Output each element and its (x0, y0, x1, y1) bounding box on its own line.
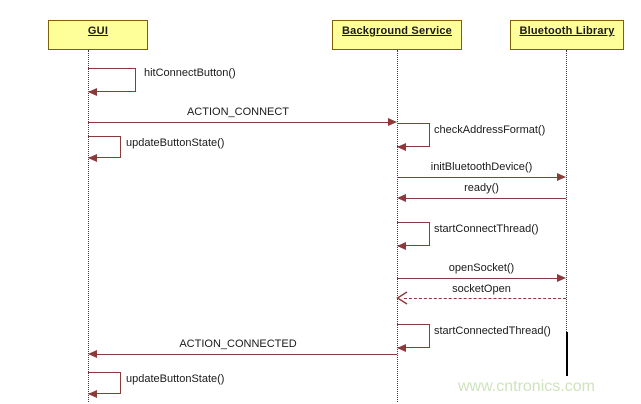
message-7-label: startConnectThread() (434, 223, 539, 235)
message-12-label: updateButtonState() (126, 373, 225, 385)
message-3-selfcall-shape (397, 123, 430, 147)
participant-background-service[interactable]: Background Service (332, 20, 462, 50)
message-4-selfcall-shape (88, 136, 121, 158)
message-6-arrowhead (397, 193, 406, 202)
message-10-selfcall-shape (397, 324, 430, 348)
message-12-selfcall-shape (88, 372, 121, 394)
message-5-line (397, 177, 557, 178)
watermark-text: www.cntronics.com (458, 378, 595, 395)
message-11-label: ACTION_CONNECTED (179, 338, 297, 350)
activation-bar-bluetooth-library (566, 332, 568, 376)
message-11-arrowhead (88, 349, 97, 358)
message-10-arrowhead (397, 343, 406, 352)
message-6-line (406, 198, 566, 199)
message-5-label: initBluetoothDevice() (430, 161, 533, 173)
message-8-label: openSocket() (448, 262, 515, 274)
participant-gui[interactable]: GUI (48, 20, 148, 50)
message-7-selfcall-shape (397, 222, 430, 246)
message-12-arrowhead (88, 389, 97, 398)
message-1-arrowhead (88, 87, 97, 96)
participant-background-service-label: Background Service (342, 25, 452, 37)
message-4-arrowhead (88, 153, 97, 162)
lifeline-gui (88, 50, 89, 402)
message-3-label: checkAddressFormat() (434, 124, 546, 136)
message-5-arrowhead (557, 172, 566, 181)
message-6-label: ready() (464, 182, 499, 194)
message-4-label: updateButtonState() (126, 137, 225, 149)
participant-gui-label: GUI (87, 25, 109, 37)
participant-bluetooth-library[interactable]: Bluetooth Library (510, 20, 624, 50)
message-8-line (397, 278, 557, 279)
message-10-label: startConnectedThread() (434, 325, 551, 337)
message-2-label: ACTION_CONNECT (186, 106, 290, 118)
message-2-line (88, 122, 388, 123)
message-11-line (97, 354, 397, 355)
message-7-arrowhead (397, 241, 406, 250)
lifeline-bluetooth-library (566, 50, 567, 332)
message-2-arrowhead (388, 117, 397, 126)
message-9-arrowhead (396, 291, 408, 305)
participant-bluetooth-library-label: Bluetooth Library (519, 25, 615, 37)
message-8-arrowhead (557, 273, 566, 282)
message-1-selfcall-shape (88, 68, 136, 92)
message-9-line (404, 298, 566, 299)
lifeline-background-service (397, 50, 398, 402)
message-3-arrowhead (397, 142, 406, 151)
message-9-label: socketOpen (452, 283, 511, 295)
message-1-label: hitConnectButton() (144, 67, 236, 79)
